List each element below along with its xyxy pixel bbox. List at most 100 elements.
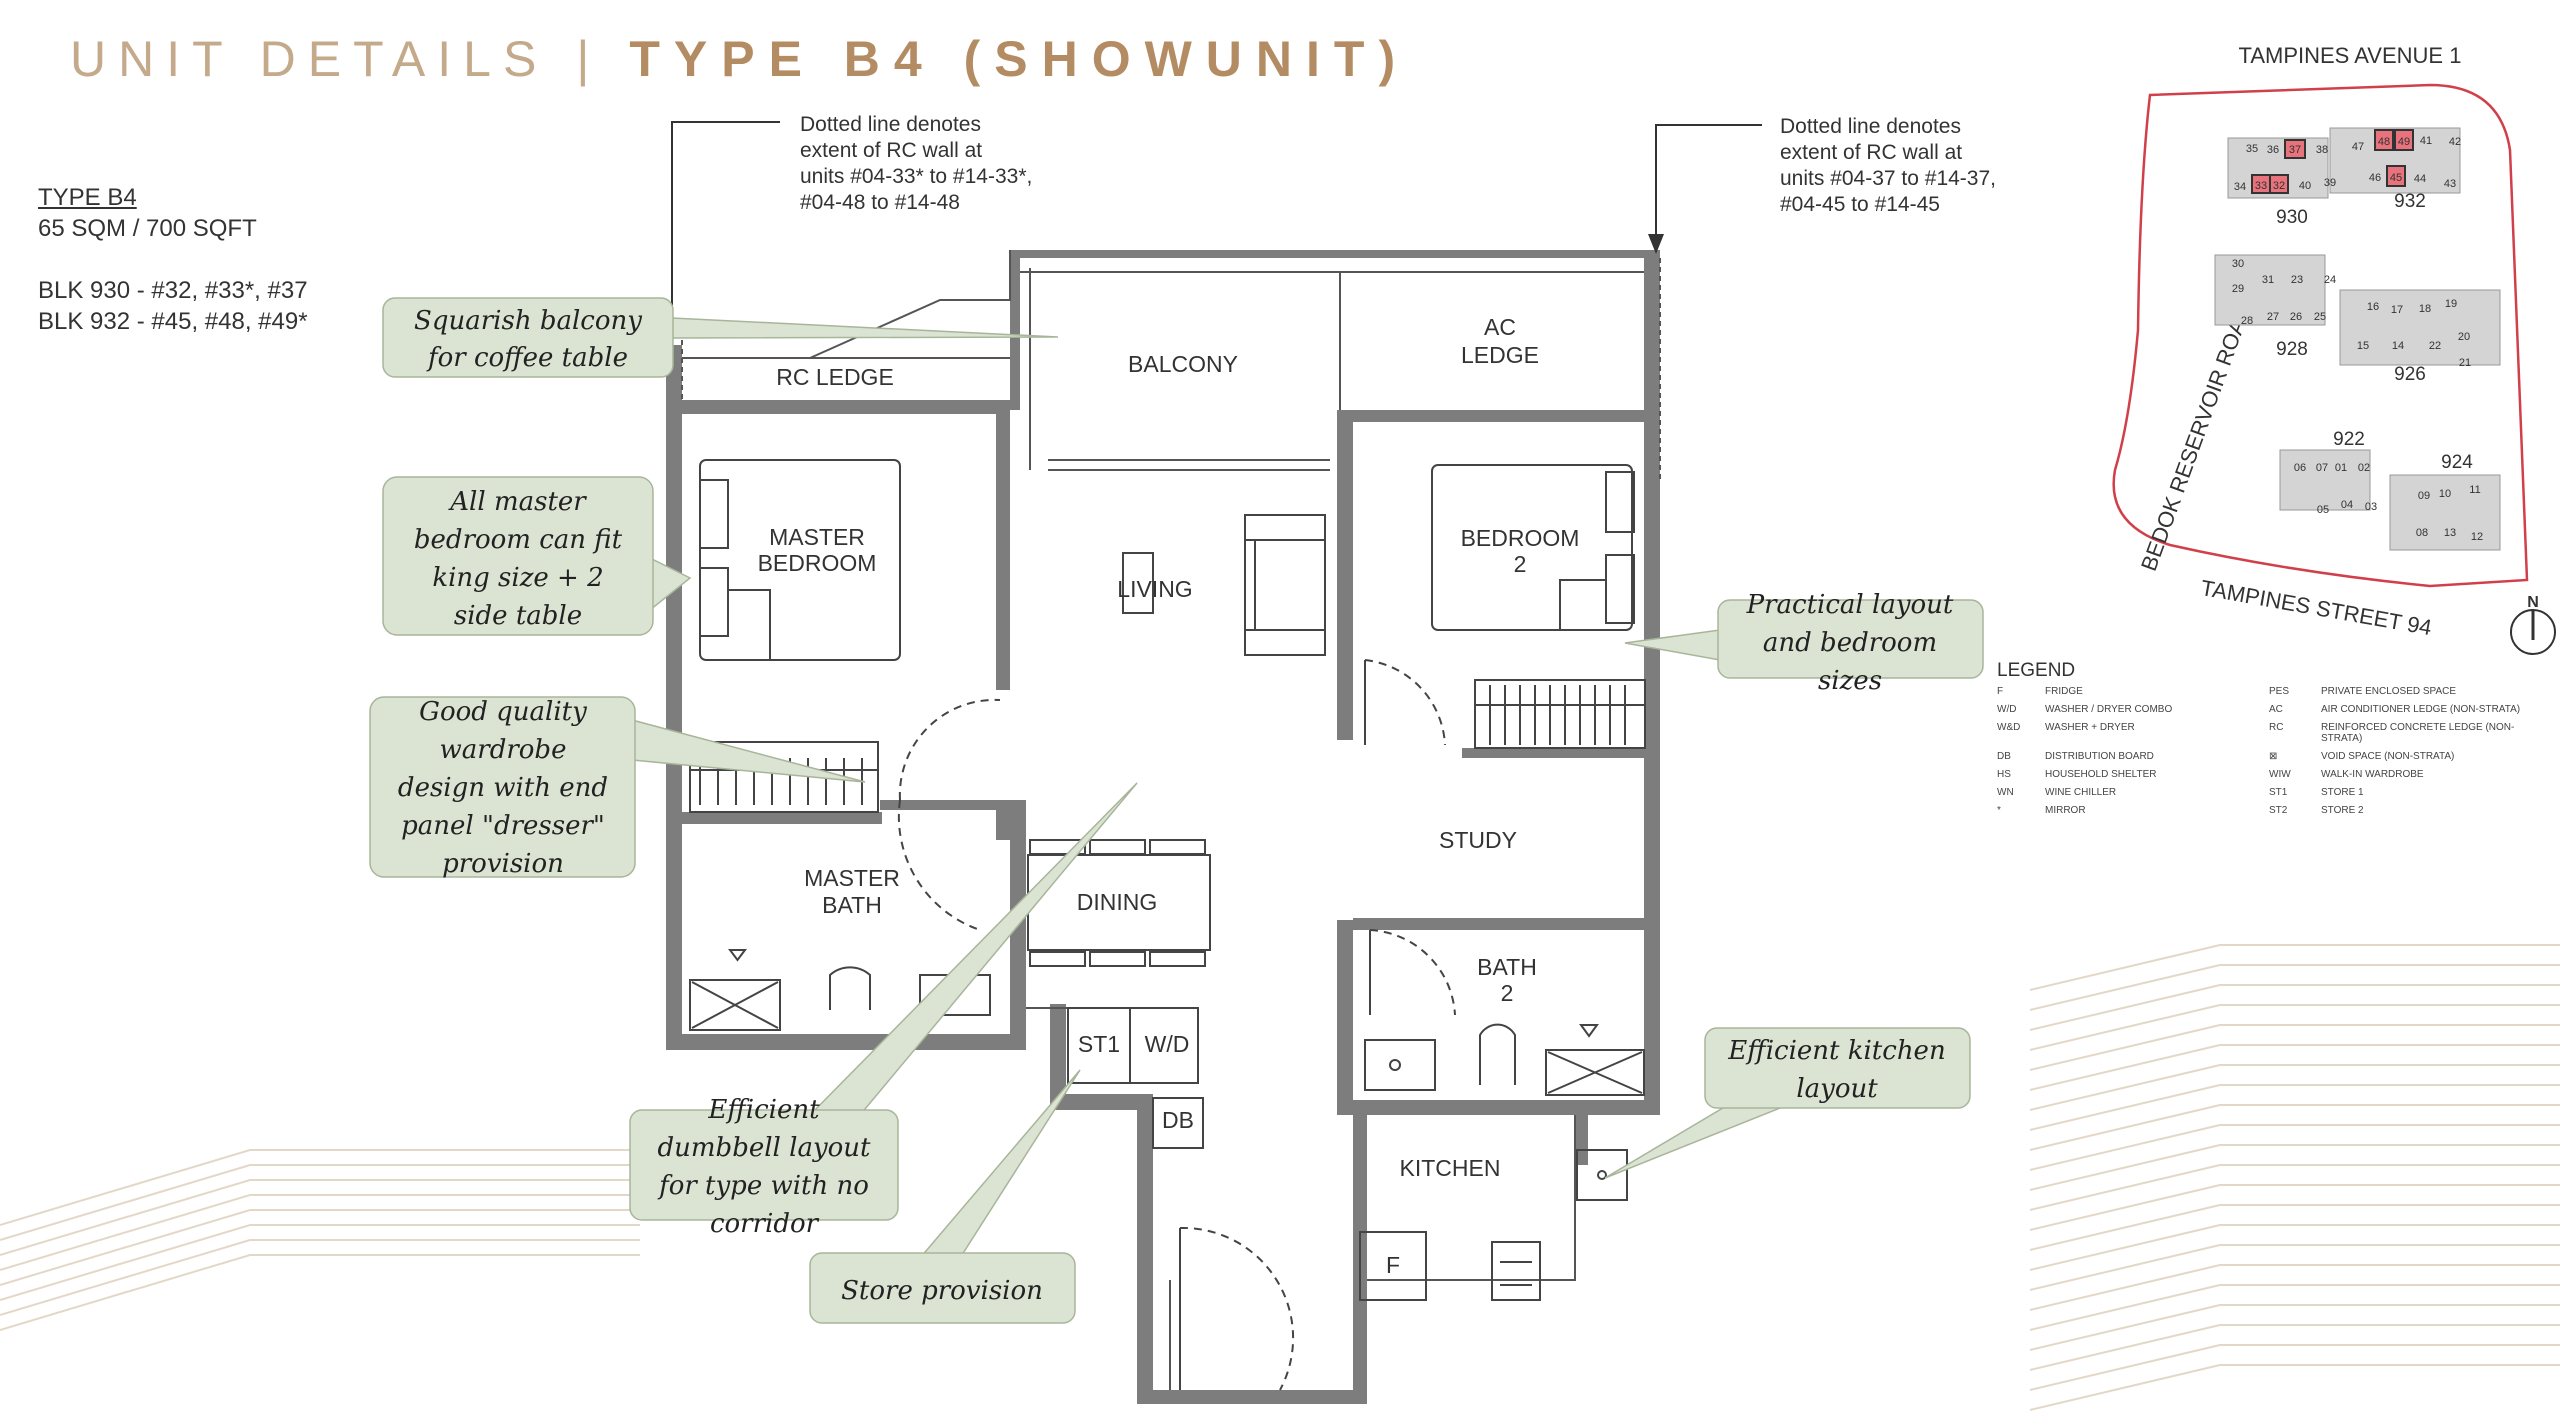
svg-text:06: 06 (2294, 462, 2306, 474)
svg-text:48: 48 (2378, 136, 2390, 148)
svg-text:932: 932 (2394, 191, 2426, 212)
svg-text:928: 928 (2276, 339, 2308, 360)
svg-text:for coffee table: for coffee table (426, 343, 628, 373)
svg-text:01: 01 (2335, 462, 2347, 474)
svg-text:bedroom can fit: bedroom can fit (414, 525, 623, 555)
title-unit-details: UNIT DETAILS (70, 31, 549, 87)
svg-text:extent of RC wall at: extent of RC wall at (800, 139, 982, 162)
label-wd: W/D (1145, 1031, 1190, 1057)
callout-kitchen: Efficient kitchen layout (1604, 1027, 1971, 1179)
unit-area: 65 SQM / 700 SQFT (38, 215, 257, 242)
svg-text:40: 40 (2299, 180, 2311, 192)
note-arrowhead-right (1648, 234, 1664, 254)
svg-text:16: 16 (2367, 301, 2379, 313)
svg-text:08: 08 (2416, 527, 2428, 539)
svg-text:34: 34 (2234, 181, 2246, 193)
svg-text:Store provision: Store provision (841, 1276, 1043, 1306)
svg-text:05: 05 (2317, 504, 2329, 516)
svg-text:Efficient kitchen: Efficient kitchen (1727, 1036, 1945, 1066)
svg-text:42: 42 (2449, 136, 2461, 148)
callout-practical: Practical layout and bedroom sizes (1624, 590, 1984, 696)
svg-text:19: 19 (2445, 298, 2457, 310)
svg-text:45: 45 (2390, 172, 2402, 184)
north-arrow-icon: N (2510, 594, 2556, 655)
svg-text:12: 12 (2471, 531, 2483, 543)
label-bath2-1: BATH (1477, 954, 1537, 980)
label-living: LIVING (1117, 576, 1192, 602)
decorative-lines-left (0, 1149, 640, 1331)
callout-master-bedroom: All master bedroom can fit king size + 2… (382, 476, 692, 636)
svg-text:23: 23 (2291, 274, 2303, 286)
page-title: UNIT DETAILS|TYPE B4 (SHOWUNIT) (70, 30, 1409, 88)
svg-text:32: 32 (2273, 180, 2285, 192)
label-ac-ledge-1: AC (1484, 314, 1516, 340)
svg-text:07: 07 (2316, 462, 2328, 474)
svg-text:15: 15 (2357, 340, 2369, 352)
svg-text:Dotted line denotes: Dotted line denotes (1780, 115, 1961, 138)
svg-text:panel "dresser": panel "dresser" (401, 811, 605, 841)
svg-text:38: 38 (2316, 144, 2328, 156)
site-plan: TAMPINES AVENUE 1 BEDOK RESERVOIR ROAD T… (2112, 43, 2556, 655)
label-fridge: F (1386, 1252, 1400, 1278)
label-master-bedroom-2: BEDROOM (758, 550, 877, 576)
svg-text:27: 27 (2267, 311, 2279, 323)
svg-text:930: 930 (2276, 207, 2308, 228)
svg-text:for type with no: for type with no (657, 1171, 869, 1201)
svg-text:side table: side table (454, 601, 582, 631)
unit-info: TYPE B4 65 SQM / 700 SQFT BLK 930 - #32,… (38, 182, 308, 337)
svg-text:46: 46 (2369, 172, 2381, 184)
svg-text:14: 14 (2392, 340, 2404, 352)
svg-text:Practical layout: Practical layout (1746, 590, 1954, 620)
svg-text:units #04-37 to #14-37,: units #04-37 to #14-37, (1780, 167, 1996, 190)
label-bedroom2-2: 2 (1514, 551, 1527, 577)
label-bath2-2: 2 (1501, 980, 1514, 1006)
svg-text:18: 18 (2419, 303, 2431, 315)
svg-text:922: 922 (2333, 429, 2365, 450)
note-left: Dotted line denotes extent of RC wall at… (800, 113, 1032, 214)
road-bedok-reservoir: BEDOK RESERVOIR ROAD (2136, 301, 2256, 575)
svg-text:25: 25 (2314, 311, 2326, 323)
label-kitchen: KITCHEN (1400, 1155, 1501, 1181)
svg-text:41: 41 (2420, 135, 2432, 147)
callout-store: Store provision (809, 1069, 1081, 1324)
svg-text:926: 926 (2394, 364, 2426, 385)
title-unit-type: TYPE B4 (SHOWUNIT) (629, 31, 1410, 87)
svg-text:924: 924 (2441, 452, 2473, 473)
unit-blk-930: BLK 930 - #32, #33*, #37 (38, 277, 308, 304)
svg-text:corridor: corridor (710, 1209, 820, 1239)
svg-text:33: 33 (2255, 180, 2267, 192)
svg-text:#04-48 to #14-48: #04-48 to #14-48 (800, 191, 960, 214)
svg-text:21: 21 (2459, 357, 2471, 369)
svg-text:king size + 2: king size + 2 (432, 563, 603, 593)
north-label: N (2527, 594, 2539, 611)
label-rc-ledge: RC LEDGE (776, 364, 894, 390)
legend-title: LEGEND (1997, 660, 2076, 681)
note-arrows (671, 121, 1762, 330)
svg-text:44: 44 (2414, 173, 2426, 185)
svg-text:13: 13 (2444, 527, 2456, 539)
svg-text:11: 11 (2469, 484, 2480, 496)
svg-text:26: 26 (2290, 311, 2302, 323)
road-tampines-street-94: TAMPINES STREET 94 (2199, 575, 2434, 640)
callouts: Squarish balcony for coffee table All ma… (369, 297, 1984, 1324)
svg-text:43: 43 (2444, 178, 2456, 190)
svg-text:20: 20 (2458, 331, 2470, 343)
svg-text:design with end: design with end (398, 773, 608, 803)
svg-text:and bedroom: and bedroom (1763, 628, 1937, 658)
svg-text:Dotted line denotes: Dotted line denotes (800, 113, 981, 136)
svg-text:37: 37 (2289, 144, 2301, 156)
unit-number-labels: 35 36 37 38 34 33 32 40 39 47 48 49 41 4… (2232, 135, 2483, 543)
label-master-bath-1: MASTER (804, 865, 900, 891)
svg-text:sizes: sizes (1818, 666, 1882, 696)
svg-text:units #04-33* to #14-33*,: units #04-33* to #14-33*, (800, 165, 1032, 188)
label-balcony: BALCONY (1128, 351, 1238, 377)
dotted-rc-lines (681, 258, 1661, 480)
label-master-bedroom-1: MASTER (769, 524, 865, 550)
svg-text:All master: All master (448, 487, 587, 517)
svg-text:#04-45 to #14-45: #04-45 to #14-45 (1780, 193, 1940, 216)
unit-blk-932: BLK 932 - #45, #48, #49* (38, 308, 308, 335)
svg-text:28: 28 (2241, 315, 2253, 327)
svg-text:30: 30 (2232, 258, 2244, 270)
decorative-lines-right (2029, 944, 2560, 1411)
